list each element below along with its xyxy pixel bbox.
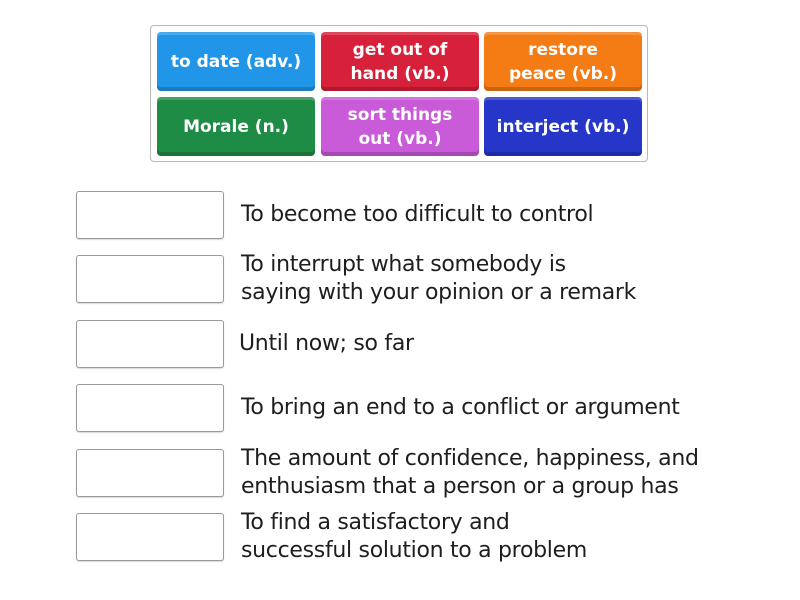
definition-text: To interrupt what somebody is saying wit… [241,252,637,305]
tile-restore-peace[interactable]: restore peace (vb.) [484,32,642,91]
tile-label: interject (vb.) [496,116,630,137]
answer-drop-zone[interactable] [76,513,224,561]
tile-interject[interactable]: interject (vb.) [484,97,642,156]
tile-morale[interactable]: Morale (n.) [157,97,315,156]
answer-drop-zone[interactable] [76,449,224,497]
match-row: To find a satisfactory and successful so… [76,510,756,563]
match-row: The amount of confidence, happiness, and… [76,446,756,499]
tile-label: get out of hand (vb.) [350,39,450,84]
definition-text: To find a satisfactory and successful so… [241,510,587,563]
tile-label: Morale (n.) [183,116,289,137]
definition-text: To bring an end to a conflict or argumen… [241,395,680,420]
tile-label: to date (adv.) [170,51,302,72]
answer-drop-zone[interactable] [76,191,224,239]
answer-drop-zone[interactable] [76,255,224,303]
tile-tray: to date (adv.) get out of hand (vb.) res… [150,25,648,162]
tile-label: sort things out (vb.) [347,104,453,149]
match-row: To become too difficult to control [76,191,756,240]
definition-text: The amount of confidence, happiness, and… [241,446,699,499]
tile-sort-things-out[interactable]: sort things out (vb.) [321,97,479,156]
answer-drop-zone[interactable] [76,320,224,368]
tile-to-date[interactable]: to date (adv.) [157,32,315,91]
match-row: Until now; so far [76,320,756,369]
answer-drop-zone[interactable] [76,384,224,432]
definition-text: Until now; so far [239,331,414,356]
match-row: To bring an end to a conflict or argumen… [76,384,756,433]
tile-label: restore peace (vb.) [509,39,617,84]
definition-text: To become too difficult to control [241,202,594,227]
match-row: To interrupt what somebody is saying wit… [76,252,756,305]
tile-get-out-of-hand[interactable]: get out of hand (vb.) [321,32,479,91]
